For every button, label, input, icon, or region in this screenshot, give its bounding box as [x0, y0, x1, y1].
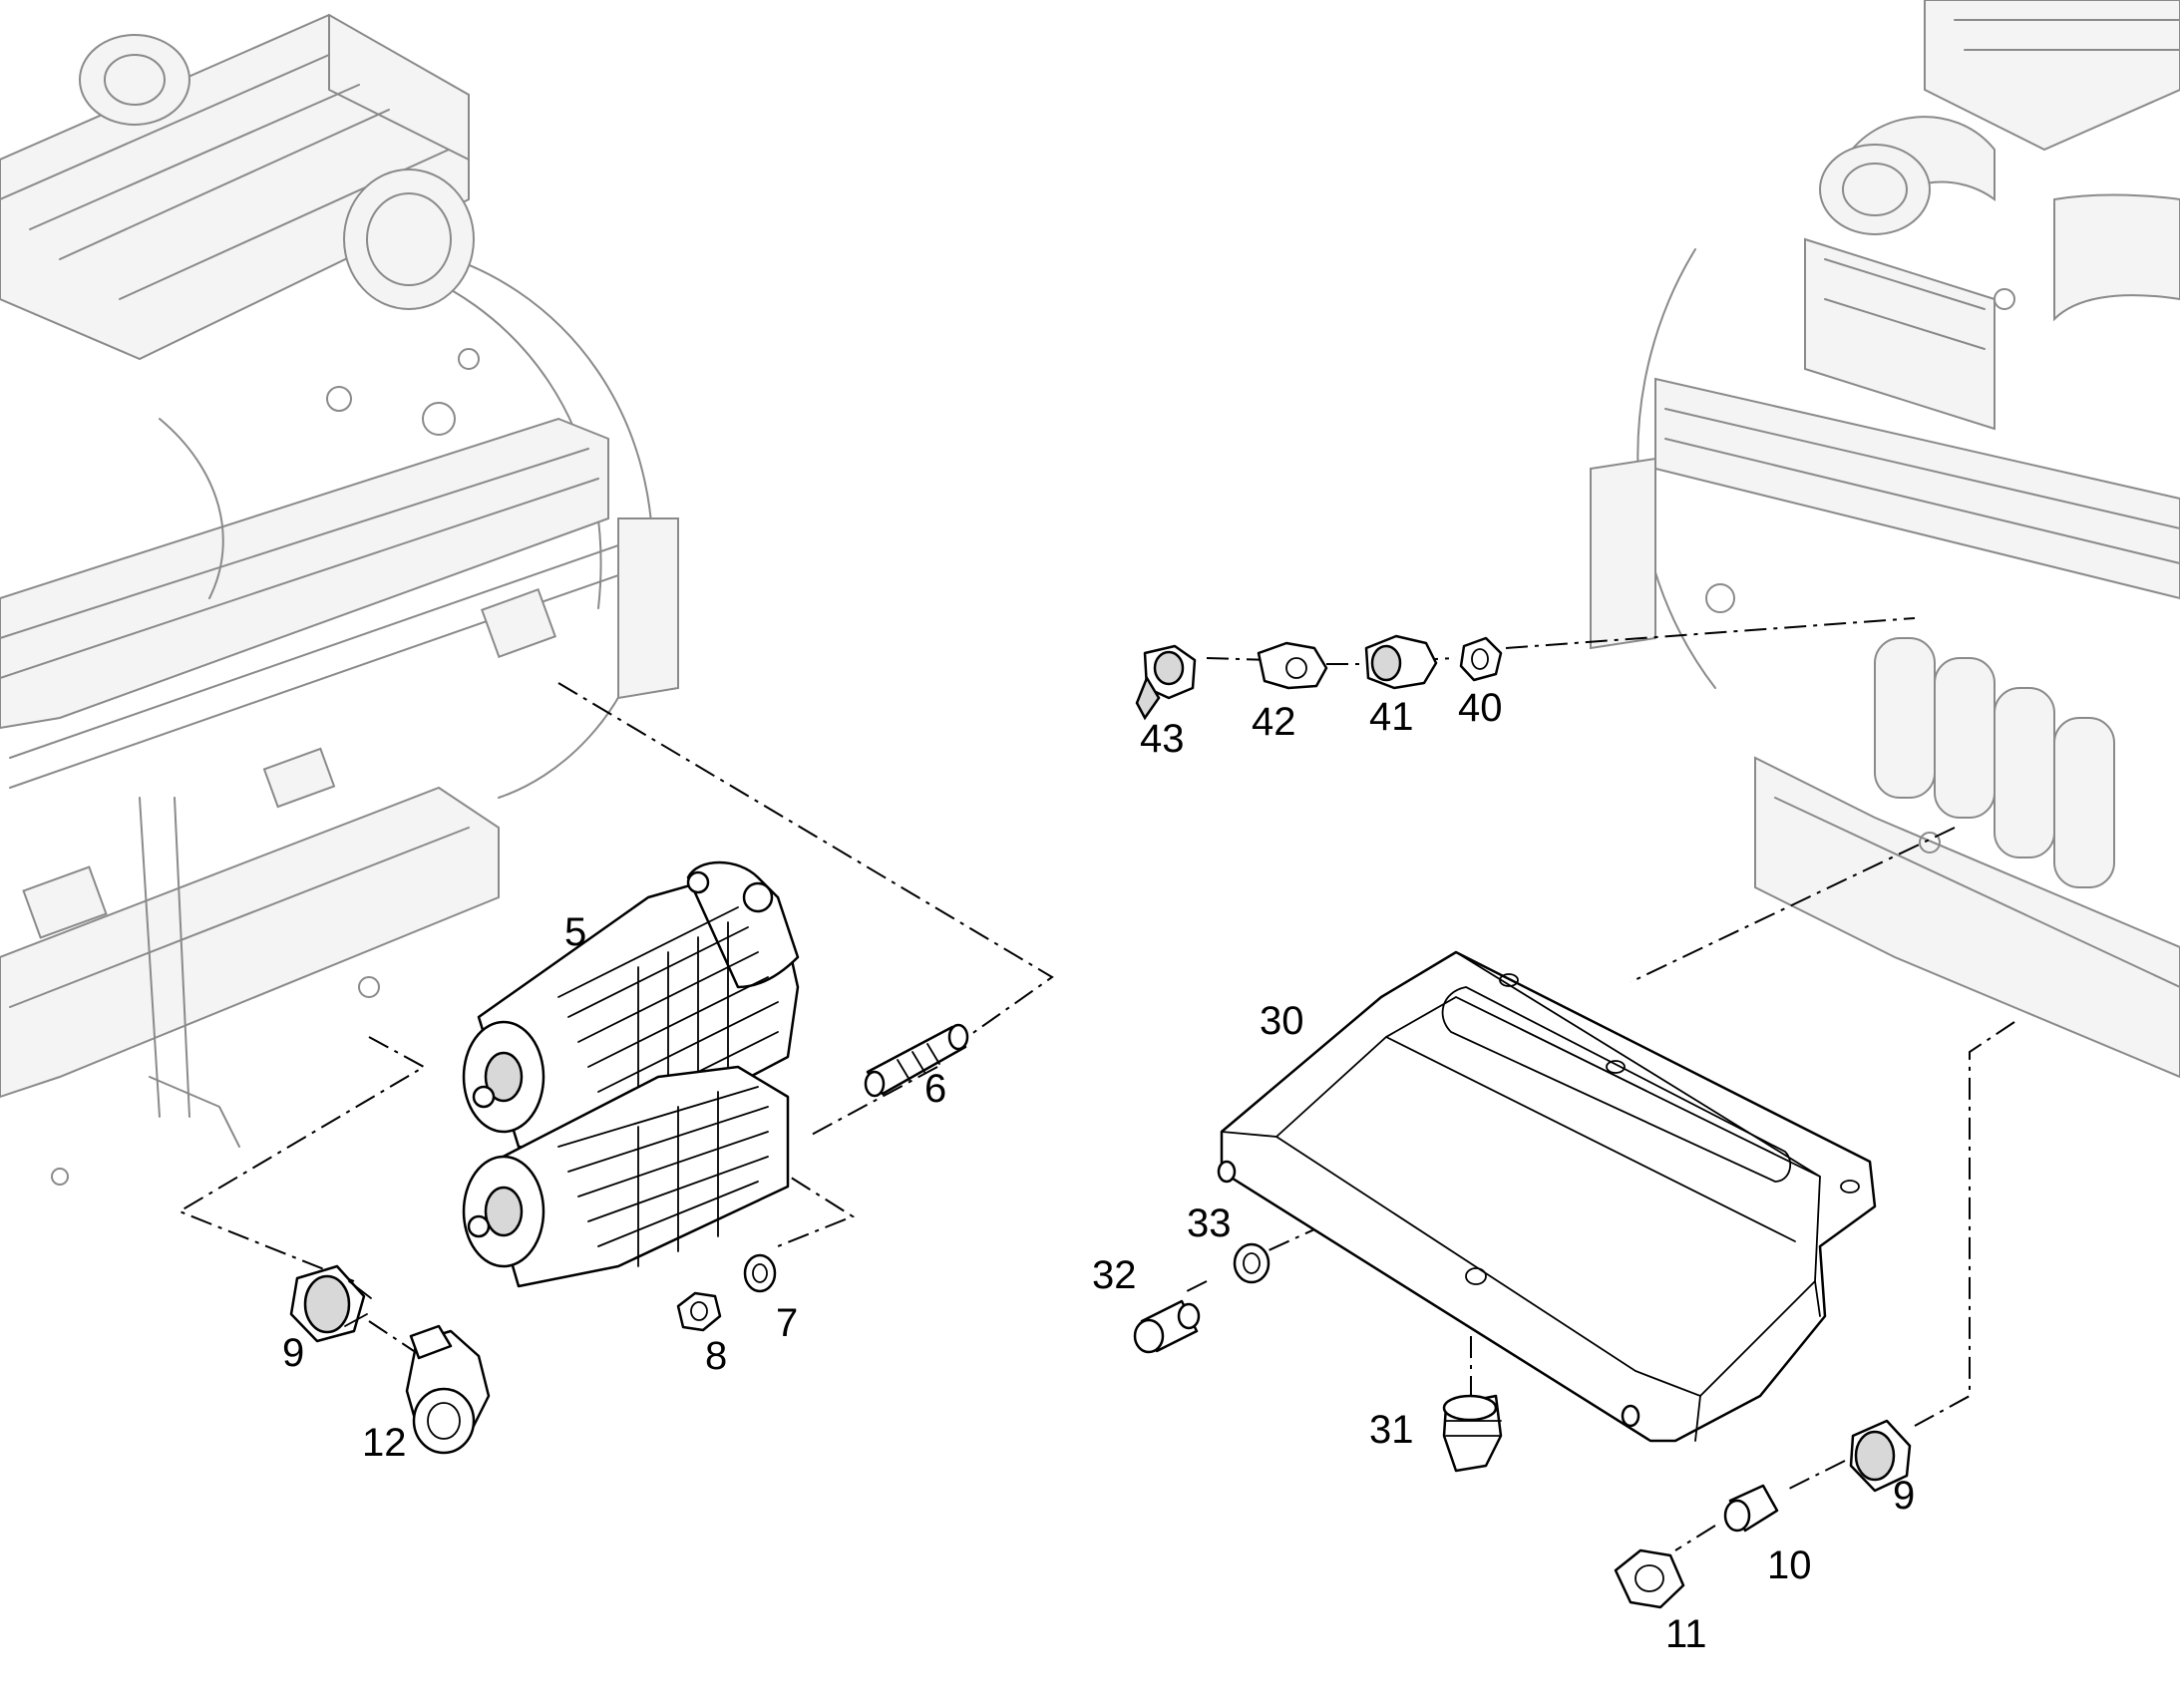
callout-5: 5: [564, 910, 586, 954]
part-7-washer: [743, 1253, 777, 1293]
callout-9-right: 9: [1893, 1474, 1915, 1518]
callout-11: 11: [1665, 1612, 1707, 1656]
part-6-stud: [864, 1023, 969, 1098]
engine-left: [0, 13, 679, 1186]
part-40-fitting: [1459, 636, 1503, 682]
part-5-starter-motors: [462, 860, 800, 1288]
engine-right: [1590, 0, 2180, 1079]
part-12-elbow: [405, 1324, 491, 1455]
part-9-fitting-right: [1849, 1419, 1912, 1493]
callout-9-left: 9: [282, 1331, 304, 1375]
callout-42: 42: [1252, 700, 1296, 744]
callout-6: 6: [924, 1067, 946, 1111]
part-30-tray: [1217, 950, 1877, 1443]
part-43-sensor: [1135, 644, 1197, 721]
part-32-screw: [1133, 1299, 1201, 1354]
part-8-nut: [676, 1291, 722, 1332]
callout-30: 30: [1260, 999, 1304, 1043]
callout-10: 10: [1767, 1543, 1812, 1587]
callout-33: 33: [1187, 1201, 1232, 1245]
callout-31: 31: [1369, 1408, 1414, 1452]
part-11-nut: [1614, 1548, 1685, 1609]
part-31-plug: [1442, 1394, 1503, 1473]
callout-43: 43: [1140, 717, 1185, 761]
part-9-fitting-left: [289, 1264, 372, 1343]
callout-labels: 5 6 7 8 9 12 30 31 32 33 9 10 11 40 41 4…: [282, 686, 1915, 1656]
callout-40: 40: [1458, 686, 1503, 730]
part-42-adapter: [1257, 641, 1328, 690]
callout-8: 8: [705, 1334, 727, 1378]
part-33-washer: [1233, 1242, 1271, 1284]
callout-41: 41: [1369, 695, 1414, 739]
callout-7: 7: [776, 1301, 798, 1345]
part-41-union: [1364, 634, 1438, 690]
callout-12: 12: [362, 1421, 407, 1465]
callout-32: 32: [1092, 1253, 1137, 1297]
part-10-sleeve: [1723, 1484, 1779, 1533]
